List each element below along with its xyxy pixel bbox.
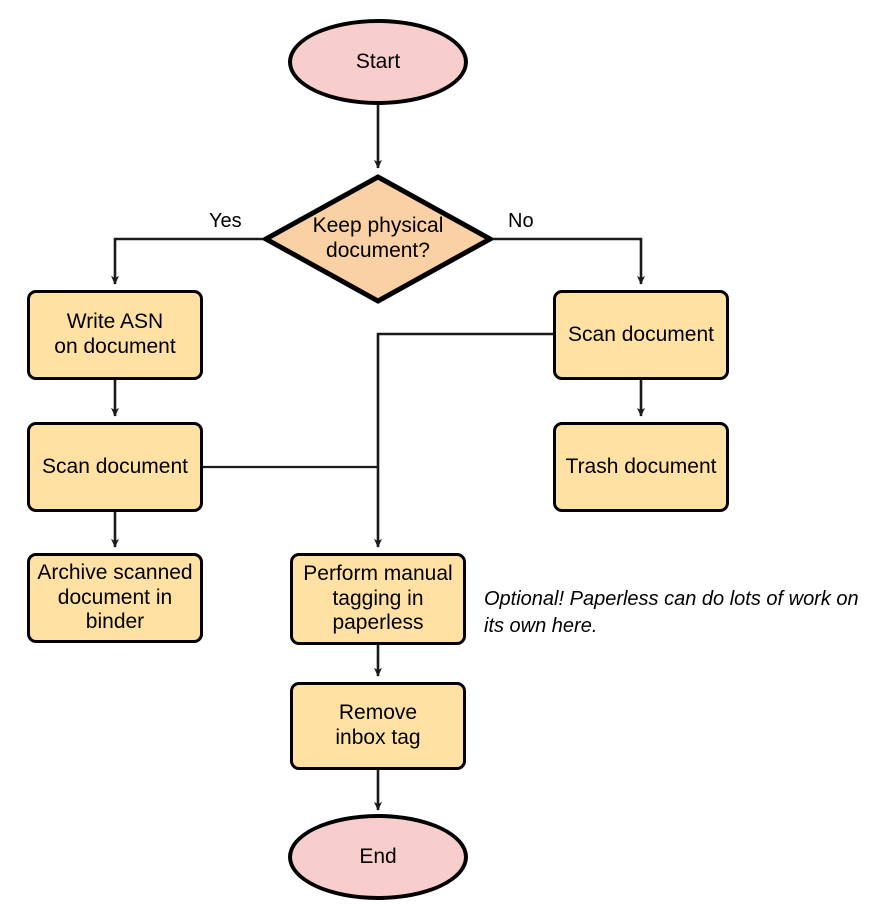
edge-scan-document-right-to-manual-tagging <box>374 332 553 548</box>
node-perform-manual-tagging-in-paperless[interactable]: Perform manual tagging in paperless <box>290 553 466 645</box>
edge-label-no: No <box>508 210 534 232</box>
node-remove-inbox-tag-label: Remove inbox tag <box>335 701 421 749</box>
node-keep-physical-document-label: Keep physical document? <box>312 214 444 262</box>
node-write-asn-on-document-label: Write ASN on document <box>54 310 176 358</box>
edge-label-yes: Yes <box>209 210 242 232</box>
node-scan-document-left[interactable]: Scan document <box>27 422 203 512</box>
node-remove-inbox-tag[interactable]: Remove inbox tag <box>290 682 466 770</box>
node-archive-scanned-document-in-binder-label: Archive scanned document in binder <box>37 560 193 634</box>
node-write-asn-on-document[interactable]: Write ASN on document <box>27 290 203 380</box>
optional-note-line-1: Optional! Paperless can do lots of work … <box>484 588 859 610</box>
diamond-shape-icon <box>263 174 493 304</box>
node-start-label: Start <box>355 49 401 73</box>
optional-note: Optional! Paperless can do lots of work … <box>484 586 884 639</box>
edge-decision-no-to-scan-document-right <box>493 237 645 285</box>
node-scan-document-right[interactable]: Scan document <box>553 290 729 380</box>
edge-decision-yes-to-write-asn <box>111 237 263 285</box>
node-end-label: End <box>359 844 397 868</box>
node-end[interactable]: End <box>288 814 468 900</box>
node-scan-document-right-label: Scan document <box>568 322 714 346</box>
node-trash-document-label: Trash document <box>565 454 717 478</box>
optional-note-line-2: its own here. <box>484 614 598 637</box>
node-scan-document-left-label: Scan document <box>42 454 188 478</box>
node-start[interactable]: Start <box>288 19 468 105</box>
node-archive-scanned-document-in-binder[interactable]: Archive scanned document in binder <box>27 553 203 643</box>
node-perform-manual-tagging-in-paperless-label: Perform manual tagging in paperless <box>303 561 453 635</box>
node-keep-physical-document[interactable]: Keep physical document? <box>263 174 493 304</box>
node-trash-document[interactable]: Trash document <box>553 422 729 512</box>
